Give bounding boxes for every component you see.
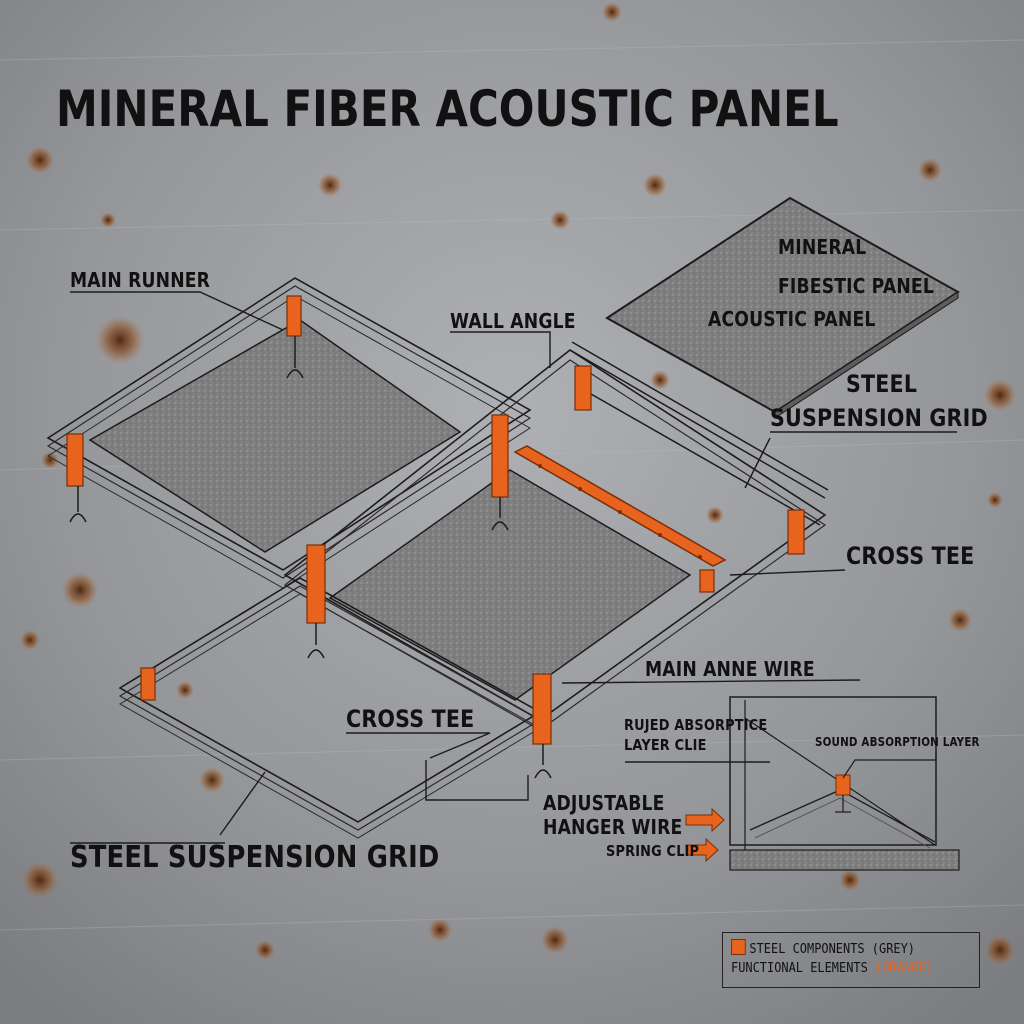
legend-steel-text: STEEL COMPONENTS (GREY): [749, 942, 916, 957]
detail-inset: [729, 696, 960, 871]
label-wall-angle: WALL ANGLE: [450, 309, 576, 333]
label-adjustable-line1: ADJUSTABLE: [543, 791, 665, 815]
label-cross-tee-right: CROSS TEE: [846, 542, 975, 570]
legend-row-functional: FUNCTIONAL ELEMENTS (ORANGE): [731, 961, 933, 976]
label-adjustable-line2: HANGER WIRE: [543, 815, 683, 839]
leader-lines: [70, 291, 957, 844]
grid-module-center: [283, 349, 827, 731]
label-spring-clip: SPRING CLIP: [606, 842, 700, 860]
label-panel-line3: ACOUSTIC PANEL: [708, 307, 876, 331]
label-sound-absorption-layer: SOUND ABSORPTION LAYER: [815, 735, 980, 749]
legend-row-steel: STEEL COMPONENTS (GREY): [731, 939, 915, 957]
legend-box: STEEL COMPONENTS (GREY) FUNCTIONAL ELEME…: [722, 932, 980, 988]
label-panel-line1: MINERAL: [778, 235, 867, 259]
orange-swatch-icon: [731, 939, 746, 955]
legend-orange-text: (ORANGE): [875, 961, 933, 976]
acoustic-panel-tile: [328, 469, 692, 701]
label-panel-line2: FIBESTIC PANEL: [778, 274, 934, 298]
hanger-hooks: [69, 336, 552, 779]
orange-arrows: [685, 807, 725, 863]
rust-spots: [20, 2, 1016, 965]
label-steel-grid-line1: STEEL: [846, 370, 918, 398]
label-main-anne-wire: MAIN ANNE WIRE: [645, 657, 815, 681]
label-cross-tee-left: CROSS TEE: [346, 705, 475, 733]
label-main-runner: MAIN RUNNER: [70, 268, 211, 292]
label-detail-line1: RUJED ABSORPTICE: [624, 716, 768, 734]
label-steel-suspension-grid: STEEL SUSPENSION GRID: [70, 840, 440, 875]
mineral-fiber-panel-edge: [774, 291, 959, 419]
wall-angle-rails: [569, 341, 829, 526]
acoustic-panel-tile: [88, 319, 462, 553]
page-title: MINERAL FIBER ACOUSTIC PANEL: [56, 80, 839, 138]
label-detail-line2: LAYER CLIE: [624, 736, 707, 754]
legend-functional-text: FUNCTIONAL ELEMENTS: [731, 961, 876, 976]
orange-clips: [66, 295, 805, 745]
grid-module-upper-left: [46, 277, 532, 589]
label-steel-grid-line2: SUSPENSION GRID: [770, 404, 988, 432]
orange-cross-tee: [513, 445, 727, 567]
